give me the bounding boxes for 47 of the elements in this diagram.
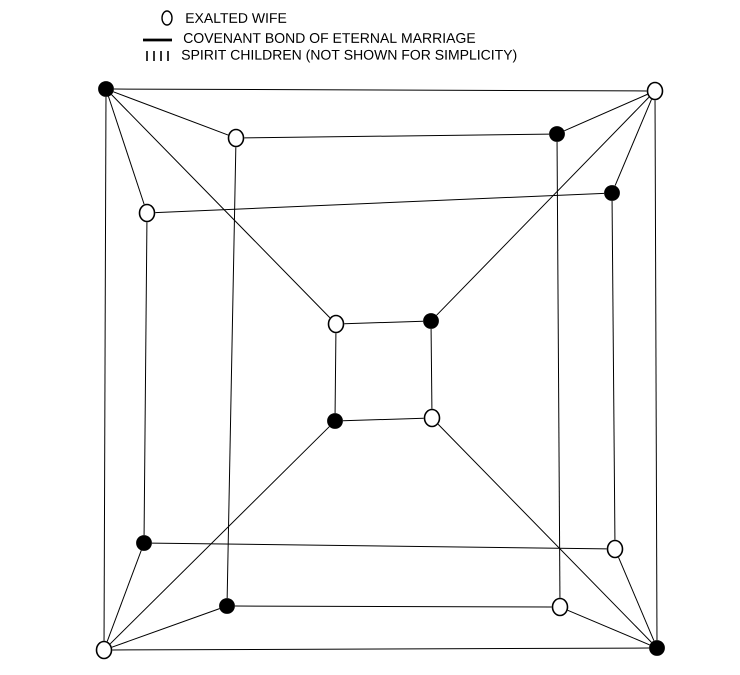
connecting-line	[244, 134, 550, 138]
connecting-line	[344, 320, 424, 324]
connecting-line	[342, 418, 424, 422]
connecting-line	[334, 332, 336, 414]
solid-dot	[649, 640, 665, 656]
hollow-circle	[424, 408, 440, 428]
connecting-line	[113, 88, 648, 92]
connecting-line	[111, 608, 220, 648]
hollow-circle	[138, 204, 156, 222]
connecting-line	[151, 542, 608, 550]
legend-label: SPIRIT CHILDREN (NOT SHOWN FOR SIMPLICITY)	[182, 49, 516, 63]
solid-dot	[136, 535, 152, 551]
connecting-line	[438, 424, 652, 643]
connecting-line	[234, 606, 552, 608]
legend-label: EXALTED WIFE	[186, 13, 286, 23]
connecting-line	[430, 328, 432, 410]
connecting-line	[612, 200, 616, 540]
connecting-line	[654, 100, 658, 641]
hollow-circle	[96, 640, 112, 660]
connecting-line	[106, 550, 142, 642]
connecting-line	[108, 96, 145, 205]
connecting-line	[154, 192, 605, 214]
connecting-line	[436, 96, 650, 316]
legend-label: COVENANT BOND OF ETERNAL MARRIAGE	[184, 33, 476, 43]
connecting-line	[556, 141, 560, 598]
hollow-circle	[646, 82, 664, 100]
connecting-line	[226, 146, 236, 599]
solid-dot	[549, 126, 565, 142]
connecting-line	[614, 98, 652, 186]
hollow-circle	[228, 128, 244, 148]
connecting-line	[567, 610, 650, 646]
solid-dot	[604, 185, 620, 201]
connecting-line	[618, 556, 654, 642]
solid-dot	[423, 313, 439, 329]
connecting-line	[110, 426, 330, 644]
hollow-circle	[552, 598, 568, 616]
solid-dot	[219, 598, 235, 614]
hollow-circle	[328, 314, 344, 334]
connecting-line	[112, 91, 229, 136]
connecting-line	[111, 94, 330, 318]
connecting-line	[112, 648, 650, 650]
connecting-line	[144, 222, 148, 536]
hollow-circle	[606, 540, 624, 558]
connecting-line	[104, 96, 106, 642]
solid-dot	[327, 413, 343, 429]
connecting-line	[564, 94, 648, 132]
solid-dot	[98, 81, 114, 97]
